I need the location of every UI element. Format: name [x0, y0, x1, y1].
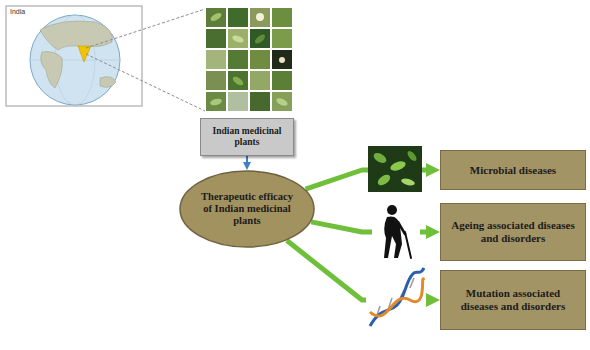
- plant-photo: [250, 71, 270, 90]
- plant-photo: [250, 29, 270, 48]
- text-wrap: Microbial diseases: [446, 164, 580, 177]
- microbe-cell: [372, 151, 388, 165]
- plant-photo: [206, 71, 226, 90]
- outcome-box: Ageing associated diseases and disorders: [440, 203, 586, 261]
- land-eurasia: [40, 21, 112, 50]
- plant-photo: [250, 50, 270, 69]
- microbe-cell: [400, 177, 415, 186]
- plant-photo: [228, 92, 248, 111]
- text-wrap: Indian medicinal plants: [205, 126, 289, 148]
- plant-photo: [206, 50, 226, 69]
- land-africa: [41, 52, 63, 88]
- plant-photo: [228, 50, 248, 69]
- plant-photo: [206, 8, 226, 27]
- plant-photo: [228, 8, 248, 27]
- map-frame: [6, 6, 142, 106]
- node-label: Mutation associated diseases and disorde…: [446, 287, 580, 312]
- elder-head: [387, 205, 397, 215]
- leaf: [231, 34, 244, 44]
- text-wrap: Mutation associated diseases and disorde…: [446, 287, 580, 312]
- central-ellipse: Therapeutic efficacy of Indian medicinal…: [179, 170, 315, 248]
- plant-photo: [206, 92, 226, 111]
- zoom-line: [86, 9, 205, 48]
- leaf: [275, 97, 288, 108]
- dna-strand: [370, 279, 424, 316]
- walking-cane: [405, 232, 411, 258]
- microbe-image: [368, 146, 422, 192]
- node-label: Indian medicinal plants: [205, 126, 289, 148]
- text-wrap: Therapeutic efficacy of Indian medicinal…: [201, 191, 293, 227]
- microbe-cell: [376, 173, 392, 188]
- outcome-box: Microbial diseases: [440, 150, 586, 190]
- plant-photo: [272, 50, 292, 69]
- icon-ground: [372, 200, 420, 262]
- plant-photo: [272, 92, 292, 111]
- elder-arm: [398, 222, 405, 234]
- node-label: Microbial diseases: [446, 164, 580, 177]
- map-label: India: [10, 8, 25, 16]
- outcome-box: Mutation associated diseases and disorde…: [440, 270, 586, 330]
- microbe-cell: [406, 149, 418, 162]
- plant-photo: [272, 8, 292, 27]
- plant-photo: [228, 29, 248, 48]
- leaf: [231, 75, 244, 87]
- zoom-line: [86, 54, 205, 111]
- text-wrap: Ageing associated diseases and disorders: [446, 219, 580, 244]
- plant-photo: [250, 92, 270, 111]
- leaf: [253, 33, 266, 45]
- icon-ground: [366, 266, 426, 330]
- arrow-connector: [246, 156, 248, 170]
- plant-photo: [228, 71, 248, 90]
- microbe-cell: [389, 160, 407, 173]
- plant-photo: [250, 8, 270, 27]
- plant-photo: [272, 71, 292, 90]
- node-label: Therapeutic efficacy of Indian medicinal…: [201, 191, 293, 227]
- land-australia: [100, 77, 116, 88]
- globe: [30, 15, 120, 105]
- india-highlight: [78, 46, 91, 62]
- plant-photo: [272, 29, 292, 48]
- node-label: Ageing associated diseases and disorders: [446, 219, 580, 244]
- leaf: [209, 11, 222, 22]
- flower: [279, 57, 285, 63]
- plant-photo: [206, 29, 226, 48]
- ellipse-shape: [180, 171, 314, 247]
- source-box: Indian medicinal plants: [200, 118, 294, 156]
- flower: [256, 13, 264, 21]
- dna-strand: [370, 268, 424, 326]
- leaf: [209, 98, 222, 107]
